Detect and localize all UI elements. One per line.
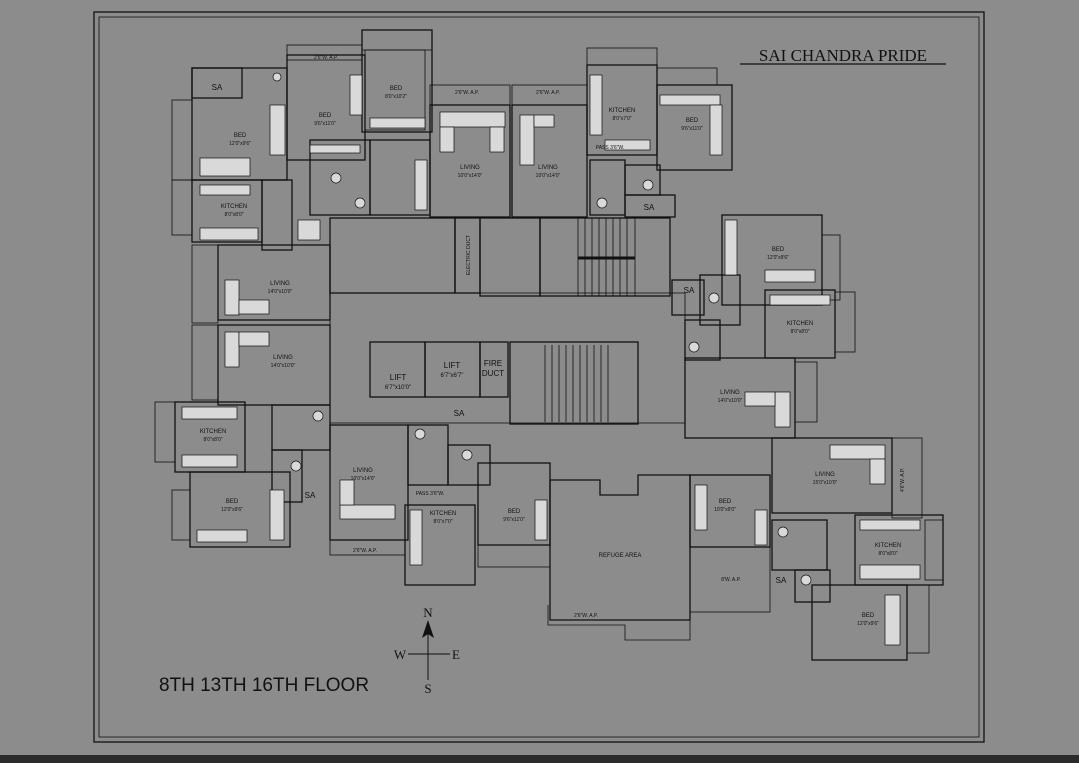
room-label: SA	[305, 491, 316, 500]
room-label: BED	[390, 86, 403, 92]
room-size: 8'0"x7'0"	[433, 519, 452, 525]
fire-duct-label: DUCT	[482, 369, 504, 378]
room-size: 8'0"x10'2"	[385, 94, 407, 100]
room-label: KITCHEN	[430, 511, 456, 517]
room-size: 10'0"x14'0"	[458, 173, 483, 179]
wap-label: 8'W. A.P.	[721, 577, 741, 583]
lift-size: 6'7"x10'0"	[385, 385, 411, 391]
room-size: 12'0"x9'6"	[229, 141, 251, 147]
room-label: LIVING	[538, 165, 558, 171]
room-size: 8'0"x8'0"	[878, 551, 897, 557]
flat-left	[191, 244, 331, 406]
room-label: BED	[234, 133, 247, 139]
wap-label: 2'6"W. A.P.	[536, 90, 560, 96]
room-size: 9'6"x11'0"	[314, 121, 336, 127]
wap-label: 2'6"W. A.P.	[574, 613, 598, 619]
lift-label: LIFT	[390, 373, 407, 382]
flat-top-right	[511, 47, 733, 218]
sa-label: SA	[454, 409, 465, 418]
room-label: BED	[226, 499, 239, 505]
outer-border	[93, 11, 985, 743]
room-size: 8'0"x8'0"	[224, 212, 243, 218]
flat-bottom-right	[689, 437, 944, 661]
room-label: LIVING	[273, 355, 293, 361]
refuge-area-label: REFUGE AREA	[599, 553, 642, 559]
room-label: SA	[644, 203, 655, 212]
flat-bottom-middle	[329, 424, 551, 586]
room-label: LIVING	[270, 281, 290, 287]
wap-label: 2'6"W. A.P.	[353, 548, 377, 554]
room-label: LIVING	[720, 390, 740, 396]
room-label: LIVING	[815, 472, 835, 478]
room-label: KITCHEN	[200, 429, 226, 435]
inner-border	[98, 16, 980, 738]
bottom-bar	[0, 755, 1079, 763]
room-size: 8'0"x7'0"	[612, 116, 631, 122]
room-label: SA	[776, 576, 787, 585]
room-size: 14'0"x10'0"	[718, 398, 743, 404]
room-size: 12'0"x9'6"	[767, 255, 789, 261]
flat-bottom-left	[154, 401, 331, 548]
room-size: 9'6"x11'0"	[681, 126, 703, 132]
room-size: 10'0"x9'0"	[714, 507, 736, 513]
compass-east: E	[452, 647, 460, 662]
room-label: KITCHEN	[875, 543, 901, 549]
wap-label: 2'6"W. A.P.	[314, 55, 338, 61]
room-label: BED	[719, 499, 732, 505]
room-label: KITCHEN	[609, 108, 635, 114]
room-size: 10'0"x14'0"	[536, 173, 561, 179]
room-size: 10'0"x14'0"	[351, 476, 376, 482]
passage-label: PASS 3'6"W.	[596, 145, 624, 151]
room-size: 15'0"x10'0"	[813, 480, 838, 486]
fire-duct-label: FIRE	[484, 359, 502, 368]
plan-title: SAI CHANDRA PRIDE	[759, 46, 927, 65]
room-size: 8'0"x8'0"	[790, 329, 809, 335]
room-size: 9'6"x11'0"	[503, 517, 525, 523]
room-size: 14'0"x10'0"	[271, 363, 296, 369]
room-label: BED	[772, 247, 785, 253]
flat-right	[671, 214, 856, 439]
room-label: KITCHEN	[221, 204, 247, 210]
compass-icon	[408, 620, 450, 680]
room-label: BED	[508, 509, 521, 515]
core	[329, 217, 691, 641]
lift-label: LIFT	[444, 361, 461, 370]
compass-south: S	[424, 681, 431, 696]
floor-label: 8TH 13TH 16TH FLOOR	[159, 675, 369, 696]
wap-label: 2'6"W. A.P.	[455, 90, 479, 96]
flat-top-left	[171, 29, 511, 251]
room-size: 14'0"x10'0"	[268, 289, 293, 295]
room-label: LIVING	[353, 468, 373, 474]
room-size: 12'0"x9'6"	[857, 621, 879, 627]
room-label: KITCHEN	[787, 321, 813, 327]
room-size: 8'0"x8'0"	[203, 437, 222, 443]
lift-size: 6'7"x6'7"	[441, 373, 464, 379]
room-label: SA	[212, 83, 223, 92]
electric-duct-label: ELECTRIC DUCT	[466, 235, 472, 275]
room-label: SA	[684, 286, 695, 295]
compass-north: N	[423, 605, 433, 620]
room-label: LIVING	[460, 165, 480, 171]
passage-label: PASS 3'6"W.	[416, 491, 444, 497]
wap-label: 4'6"W. A.P.	[900, 468, 906, 492]
room-label: BED	[686, 118, 699, 124]
room-size: 12'0"x9'6"	[221, 507, 243, 513]
compass-west: W	[394, 647, 407, 662]
room-label: BED	[862, 613, 875, 619]
room-label: BED	[319, 113, 332, 119]
